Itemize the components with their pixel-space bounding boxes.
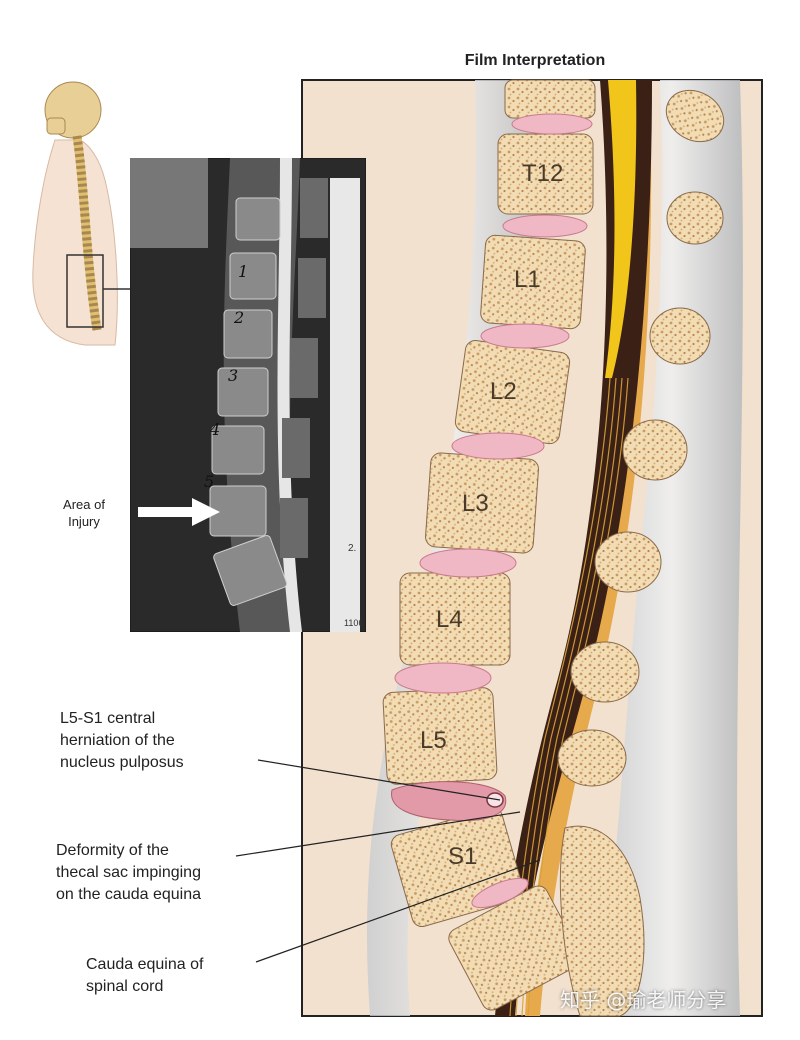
mri-edge-text-2: 1106 bbox=[344, 618, 364, 628]
mri-digit-4: 4 bbox=[210, 420, 221, 439]
vertebra-label-t12: T12 bbox=[522, 160, 564, 187]
skeleton-figure-icon bbox=[32, 81, 118, 346]
mri-digit-5: 5 bbox=[204, 472, 215, 491]
callout-cauda-equina-line-2: spinal cord bbox=[86, 978, 164, 995]
mri-digit-3: 3 bbox=[228, 366, 239, 385]
callout-herniation-line-2: herniation of the bbox=[60, 732, 175, 749]
mri-scan-image bbox=[130, 158, 366, 632]
callout-thecal-sac-line-1: Deformity of the bbox=[56, 842, 169, 859]
callout-cauda-equina-line-1: Cauda equina of bbox=[86, 956, 204, 973]
vertebra-label-l3: L3 bbox=[462, 490, 489, 517]
watermark: 知乎 @瑜老师分享 bbox=[560, 988, 727, 1012]
figure-title: Film Interpretation bbox=[464, 52, 606, 69]
vertebra-label-l2: L2 bbox=[490, 378, 517, 405]
vertebral-bodies bbox=[382, 79, 596, 1011]
vertebra-label-s1: S1 bbox=[448, 843, 478, 870]
vertebra-label-l4: L4 bbox=[436, 606, 463, 633]
area-of-injury-line-2: Injury bbox=[68, 514, 100, 529]
area-of-injury-line-1: Area of bbox=[63, 497, 105, 512]
spine-illustration bbox=[301, 79, 763, 1017]
mri-digit-2: 2 bbox=[234, 308, 245, 327]
mri-edge-text-1: 2. bbox=[348, 543, 357, 554]
leader-line-herniation bbox=[257, 759, 501, 801]
callout-cauda-equina: Cauda equina of spinal cord bbox=[86, 954, 286, 998]
callout-thecal-sac: Deformity of the thecal sac impinging on… bbox=[56, 840, 256, 906]
callout-herniation-line-1: L5-S1 central bbox=[60, 710, 156, 727]
vertebra-label-l5: L5 bbox=[420, 727, 447, 754]
discs bbox=[391, 113, 593, 909]
vertebra-label-l1: L1 bbox=[514, 266, 541, 293]
callout-herniation: L5-S1 central herniation of the nucleus … bbox=[60, 708, 260, 774]
area-of-injury-label: Area of Injury bbox=[44, 496, 124, 530]
callout-thecal-sac-line-2: thecal sac impinging bbox=[56, 864, 201, 881]
leader-line-thecal-sac bbox=[235, 811, 521, 857]
connector-line bbox=[103, 288, 133, 290]
arrow-icon bbox=[138, 498, 220, 526]
mri-digit-1: 1 bbox=[238, 262, 249, 281]
callout-herniation-line-3: nucleus pulposus bbox=[60, 754, 184, 771]
leader-line-cauda-equina bbox=[255, 859, 541, 963]
callout-thecal-sac-line-3: on the cauda equina bbox=[56, 886, 202, 903]
herniation-bulge bbox=[486, 792, 504, 808]
